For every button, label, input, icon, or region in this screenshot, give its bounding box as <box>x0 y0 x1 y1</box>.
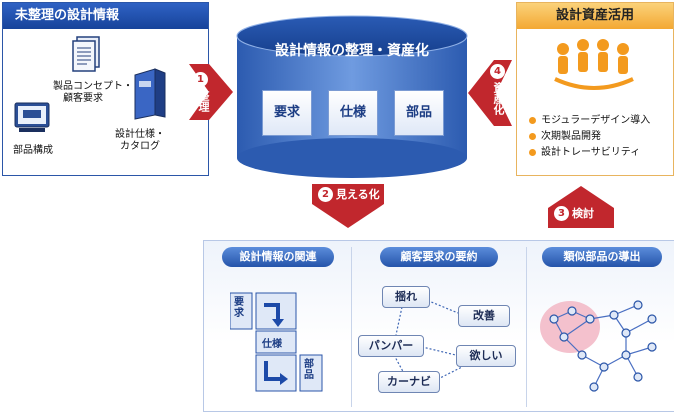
step-4-arrow: 4 資産化 <box>468 60 512 126</box>
spec-label-line2: カタログ <box>120 141 160 152</box>
bullet-text: 次期製品開発 <box>541 131 601 142</box>
spec-label: 設計仕様・ カタログ <box>115 129 165 153</box>
relation-flow-diagram <box>230 292 323 392</box>
concept-label: 製品コンセプト・ 顧客要求 <box>53 81 133 105</box>
spec-label-line1: 設計仕様・ <box>115 129 165 140</box>
monitor-icon <box>14 102 50 132</box>
bottom-panel: 設計情報の関連 要求 仕様 部品 顧客要求の要約 揺れ 改善 パンパー 欲しい … <box>203 240 674 412</box>
section-divider <box>526 247 527 407</box>
bullet-item: 設計トレーサビリティ <box>529 145 650 161</box>
bullet-text: モジュラーデザイン導入 <box>541 115 651 126</box>
asset-utilization-panel: 設計資産活用 モジュラーデザイン導入 次期製品開発 設計トレーサビリティ <box>516 2 674 176</box>
bullet-item: 次期製品開発 <box>529 129 650 145</box>
db-box-spec: 仕様 <box>328 90 378 136</box>
step-1-number: 1 <box>193 72 208 87</box>
relation-label-spec: 仕様 <box>262 339 282 350</box>
step-4-number: 4 <box>490 64 505 79</box>
people-group-icon <box>554 39 634 90</box>
word-box: 欲しい <box>456 345 516 367</box>
step-3-label: 検討 <box>572 207 594 220</box>
concept-label-line1: 製品コンセプト・ <box>53 81 133 92</box>
asset-bullet-list: モジュラーデザイン導入 次期製品開発 設計トレーサビリティ <box>529 113 650 161</box>
word-box: 揺れ <box>382 286 430 308</box>
bullet-dot-icon <box>529 132 536 140</box>
document-icon <box>72 36 100 72</box>
database-title: 設計情報の整理・資産化 <box>275 43 429 59</box>
bullet-text: 設計トレーサビリティ <box>541 147 641 158</box>
word-box: 改善 <box>458 305 510 327</box>
step-2-arrow: 2 見える化 <box>312 184 384 228</box>
bullet-item: モジュラーデザイン導入 <box>529 113 650 129</box>
parts-label: 部品構成 <box>13 145 53 156</box>
section-divider <box>351 247 352 407</box>
relation-label-requirement: 要求 <box>234 297 244 319</box>
section-title-relations: 設計情報の関連 <box>222 247 334 267</box>
bullet-dot-icon <box>529 116 536 124</box>
word-box: パンパー <box>358 335 424 357</box>
relation-label-parts: 部品 <box>304 359 314 381</box>
step-1-arrow: 1 整理 <box>189 64 233 120</box>
asset-utilization-title: 設計資産活用 <box>517 3 673 29</box>
step-2-number: 2 <box>318 187 333 202</box>
step-2-label: 見える化 <box>336 188 380 201</box>
step-4-label: 資産化 <box>492 82 505 115</box>
section-title-similar-parts: 類似部品の導出 <box>542 247 662 267</box>
section-title-summary: 顧客要求の要約 <box>380 247 498 267</box>
db-box-parts: 部品 <box>394 90 444 136</box>
binder-icon <box>134 68 166 120</box>
step-3-arrow: 3 検討 <box>548 186 614 228</box>
concept-label-line2: 顧客要求 <box>63 93 103 104</box>
network-graph <box>540 300 657 392</box>
word-box: カーナビ <box>378 371 440 393</box>
unorganized-info-panel: 未整理の設計情報 製品コンセプト・ 顧客要求 部品構成 設計仕様・ カタログ <box>2 2 209 176</box>
step-3-number: 3 <box>554 206 569 221</box>
db-box-requirement: 要求 <box>262 90 312 136</box>
step-1-label: 整理 <box>197 90 210 112</box>
bullet-dot-icon <box>529 148 536 156</box>
unorganized-info-title: 未整理の設計情報 <box>3 3 208 29</box>
